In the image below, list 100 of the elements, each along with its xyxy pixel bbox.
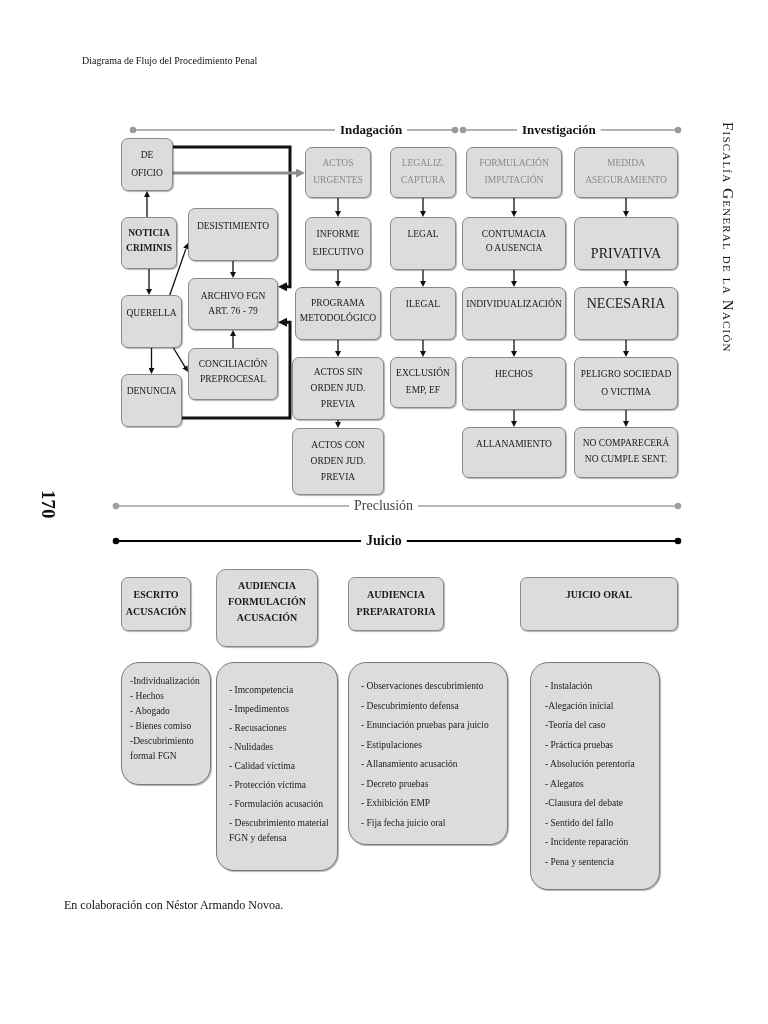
box-label: ACTOS SIN ORDEN JUD. PREVIA xyxy=(309,366,367,411)
list-item: - Incidente reparación xyxy=(545,836,630,849)
box-label: JUICIO ORAL xyxy=(564,588,634,602)
phase-label: Juicio xyxy=(366,532,402,550)
arrow xyxy=(230,260,236,278)
list-item: -Teoría del caso xyxy=(545,719,607,732)
arrow xyxy=(335,339,341,357)
box-label: ALLANAMIENTO xyxy=(475,438,553,451)
arrow xyxy=(420,269,426,287)
box-label: PELIGRO SOCIEDAD O VICTIMA xyxy=(579,368,673,399)
box-label: ACTOS CON ORDEN JUD. PREVIA xyxy=(309,439,367,484)
process-box xyxy=(292,357,384,420)
list-item: - Nulidades xyxy=(229,741,275,754)
arrow xyxy=(420,197,426,217)
arrow xyxy=(511,409,517,427)
box-label: ACTOS URGENTES xyxy=(312,157,364,187)
box-label: ILEGAL xyxy=(404,298,442,311)
box-label: DE OFICIO xyxy=(130,149,164,180)
phase-label: Indagación xyxy=(340,121,403,139)
process-box xyxy=(188,208,278,261)
list-item: - Absolución perentoria xyxy=(545,758,636,771)
list-item: -Individualización xyxy=(130,675,201,688)
box-label: DESISTIMIENTO xyxy=(195,220,271,233)
box-label: PRIVATIVA xyxy=(589,245,663,263)
list-item: - Protección víctima xyxy=(229,779,308,792)
arrow xyxy=(623,339,629,357)
box-label: LEGALIZ. CAPTURA xyxy=(399,157,447,187)
stage-box xyxy=(216,569,318,647)
page-header: Diagrama de Flujo del Procedimiento Penal xyxy=(82,54,258,68)
running-header: Fiscalía General de la Nación xyxy=(718,122,737,353)
box-label: NOTICIA CRIMINIS xyxy=(125,227,173,255)
list-box xyxy=(121,662,211,785)
process-box xyxy=(390,357,456,408)
list-item: - Alegatos xyxy=(545,777,585,791)
list-box xyxy=(530,662,660,890)
process-box xyxy=(121,217,177,269)
list-item: - Enunciación pruebas para juicio xyxy=(361,719,490,732)
box-label: MEDIDA ASEGURAMIENTO xyxy=(584,157,668,187)
arrow xyxy=(511,197,517,217)
process-box xyxy=(390,287,456,340)
process-box xyxy=(574,427,678,478)
box-label: HECHOS xyxy=(494,368,534,381)
arrow xyxy=(511,339,517,357)
box-label: ESCRITO ACUSACIÓN xyxy=(124,588,188,619)
process-box xyxy=(305,147,371,198)
list-item: - Fija fecha juicio oral xyxy=(361,816,447,830)
process-box xyxy=(462,357,566,410)
arrow xyxy=(335,197,341,217)
stage-box xyxy=(121,577,191,631)
list-item: - Hechos xyxy=(130,690,166,703)
box-label: LEGAL xyxy=(406,228,440,241)
box-label: INFORME EJECUTIVO xyxy=(311,228,365,259)
list-item: -Descubrimiento formal FGN xyxy=(130,735,195,763)
list-item: -Alegación inicial xyxy=(545,699,615,713)
process-box xyxy=(574,217,678,270)
box-label: INDIVIDUALIZACIÓN xyxy=(465,297,563,311)
process-box xyxy=(188,278,278,330)
list-item: - Decreto pruebas xyxy=(361,777,430,791)
process-box xyxy=(574,147,678,198)
arrow xyxy=(335,419,341,428)
box-label: DENUNCIA xyxy=(125,385,178,398)
list-item: - Sentido del fallo xyxy=(545,816,615,830)
list-item: - Impedimentos xyxy=(229,703,290,716)
arrow xyxy=(173,168,305,178)
process-box xyxy=(462,217,566,270)
list-item: - Imcompetencia xyxy=(229,684,295,697)
arrow xyxy=(144,191,150,218)
list-item: - Exhibición EMP xyxy=(361,797,432,810)
box-label: CONTUMACIA O AUSENCIA xyxy=(480,228,548,255)
process-box xyxy=(121,295,182,348)
list-item: - Descubrimiento material FGN y defensa xyxy=(229,817,330,845)
list-item: - Calidad víctima xyxy=(229,760,296,773)
process-box xyxy=(295,287,381,340)
process-box xyxy=(462,427,566,478)
list-item: - Estipulaciones xyxy=(361,738,423,752)
process-box xyxy=(574,357,678,410)
list-box xyxy=(216,662,338,871)
box-label: AUDIENCIA PREPARATORIA xyxy=(355,588,437,619)
list-item: - Formulación acusación xyxy=(229,798,324,811)
arrow xyxy=(173,145,292,292)
process-box xyxy=(390,147,456,198)
process-box xyxy=(462,287,566,340)
process-box xyxy=(574,287,678,340)
arrow xyxy=(511,269,517,287)
box-label: QUERELLA xyxy=(125,307,178,320)
arrow xyxy=(172,347,188,372)
box-label: NO COMPARECERÁ NO CUMPLE SENT. xyxy=(581,436,671,466)
list-item: - Bienes comiso xyxy=(130,720,193,733)
process-box xyxy=(390,217,456,270)
list-item: - Instalación xyxy=(545,680,594,693)
arrow xyxy=(230,330,236,349)
arrow xyxy=(148,347,155,374)
list-item: - Descubrimiento defensa xyxy=(361,699,460,713)
box-label: ARCHIVO FGN ART. 76 - 79 xyxy=(199,290,267,318)
list-item: - Observaciones descubrimiento xyxy=(361,680,485,693)
box-label: EXCLUSIÓN EMP, EF xyxy=(395,366,451,397)
list-item: -Clausura del debate xyxy=(545,797,625,810)
box-label: PROGRAMA METODOLÓGICO xyxy=(298,297,378,325)
process-box xyxy=(121,374,182,427)
arrow xyxy=(623,269,629,287)
